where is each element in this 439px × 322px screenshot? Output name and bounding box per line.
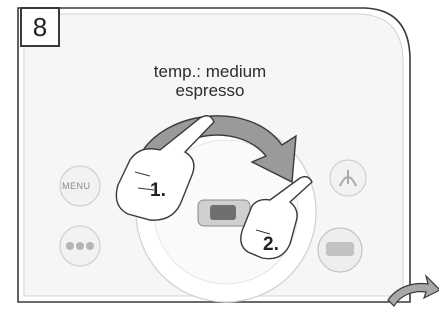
step-label-1: 1.: [150, 180, 166, 202]
step-label-2: 2.: [263, 234, 279, 256]
cup-icon: [318, 228, 362, 272]
dots-button-icon: [60, 226, 100, 266]
display-line-temp: temp.: medium: [95, 62, 325, 81]
cup-selector-icon: [198, 200, 250, 226]
step-number-badge: 8: [20, 7, 60, 47]
display-text: temp.: medium espresso: [95, 62, 325, 100]
display-line-drink: espresso: [95, 81, 325, 100]
menu-label: MENU: [62, 181, 91, 191]
steam-icon: [330, 160, 366, 196]
